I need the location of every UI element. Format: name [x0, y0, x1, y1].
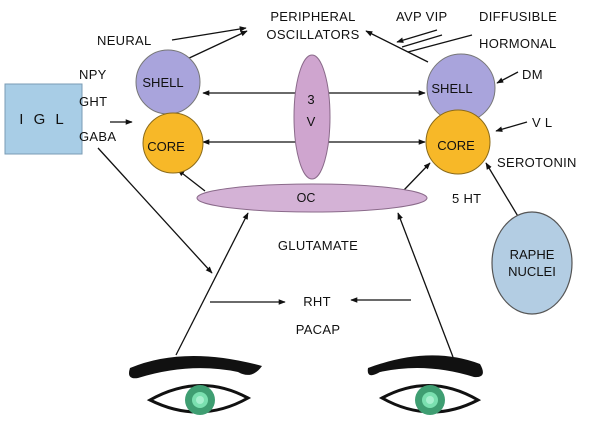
right-eyebrow	[367, 355, 483, 378]
left-pupil-highlight	[196, 396, 204, 404]
igl-label: I G L	[19, 111, 67, 128]
right-eye-to-oc-arrow	[397, 212, 454, 358]
npy-label: NPY	[79, 67, 107, 82]
vl-label: V L	[532, 115, 552, 130]
vl-arrow	[495, 121, 528, 132]
oc-to-left-core-arrow	[177, 169, 206, 192]
optic-chiasm	[196, 183, 428, 213]
neural-label: NEURAL	[97, 33, 152, 48]
right-shell-label: SHELL	[431, 81, 472, 96]
left-eye	[129, 355, 262, 415]
rht-label: RHT	[303, 294, 331, 309]
neural-arrow	[171, 26, 247, 41]
avp-arrow-1	[396, 29, 438, 43]
ght-label: GHT	[79, 94, 107, 109]
oc-to-right-core-arrow	[403, 162, 431, 191]
peripheral-label-2: OSCILLATORS	[266, 27, 359, 42]
third-ventricle-label-2: V	[307, 114, 316, 129]
raphe-label-1: RAPHE	[510, 247, 555, 262]
dm-label: DM	[522, 67, 543, 82]
serotonin-label: SEROTONIN	[497, 155, 577, 170]
avp-arrow-2	[401, 34, 443, 48]
third-ventricle	[293, 54, 331, 180]
left-shell-label: SHELL	[142, 75, 183, 90]
oc-label: OC	[297, 191, 316, 205]
right-core-label: CORE	[437, 138, 475, 153]
left-eyebrow	[129, 355, 262, 379]
peripheral-label-1: PERIPHERAL	[270, 9, 355, 24]
pacap-label: PACAP	[296, 322, 341, 337]
left-core-label: CORE	[147, 139, 185, 154]
right-pupil-highlight	[426, 396, 434, 404]
right-shell-to-peripheral-arrow	[365, 30, 429, 63]
right-core-node	[425, 109, 491, 175]
right-eye	[367, 355, 483, 415]
gaba-arrow	[97, 147, 213, 274]
glutamate-label: GLUTAMATE	[278, 238, 358, 253]
left-shell-to-peripheral-arrow	[184, 30, 248, 61]
gaba-label: GABA	[79, 129, 116, 144]
raphe-label-2: NUCLEI	[508, 264, 556, 279]
dm-arrow	[496, 71, 519, 84]
raphe-nuclei	[491, 211, 573, 315]
avp-vip-label: AVP VIP	[396, 9, 447, 24]
left-eye-to-oc-arrow	[175, 212, 249, 356]
five-ht-label: 5 HT	[452, 191, 481, 206]
third-ventricle-label-1: 3	[307, 92, 314, 107]
hormonal-label: HORMONAL	[479, 36, 557, 51]
diffusible-label: DIFFUSIBLE	[479, 9, 557, 24]
igl-box	[4, 83, 83, 155]
left-core-node	[142, 112, 204, 174]
diffusible-line	[407, 34, 473, 53]
